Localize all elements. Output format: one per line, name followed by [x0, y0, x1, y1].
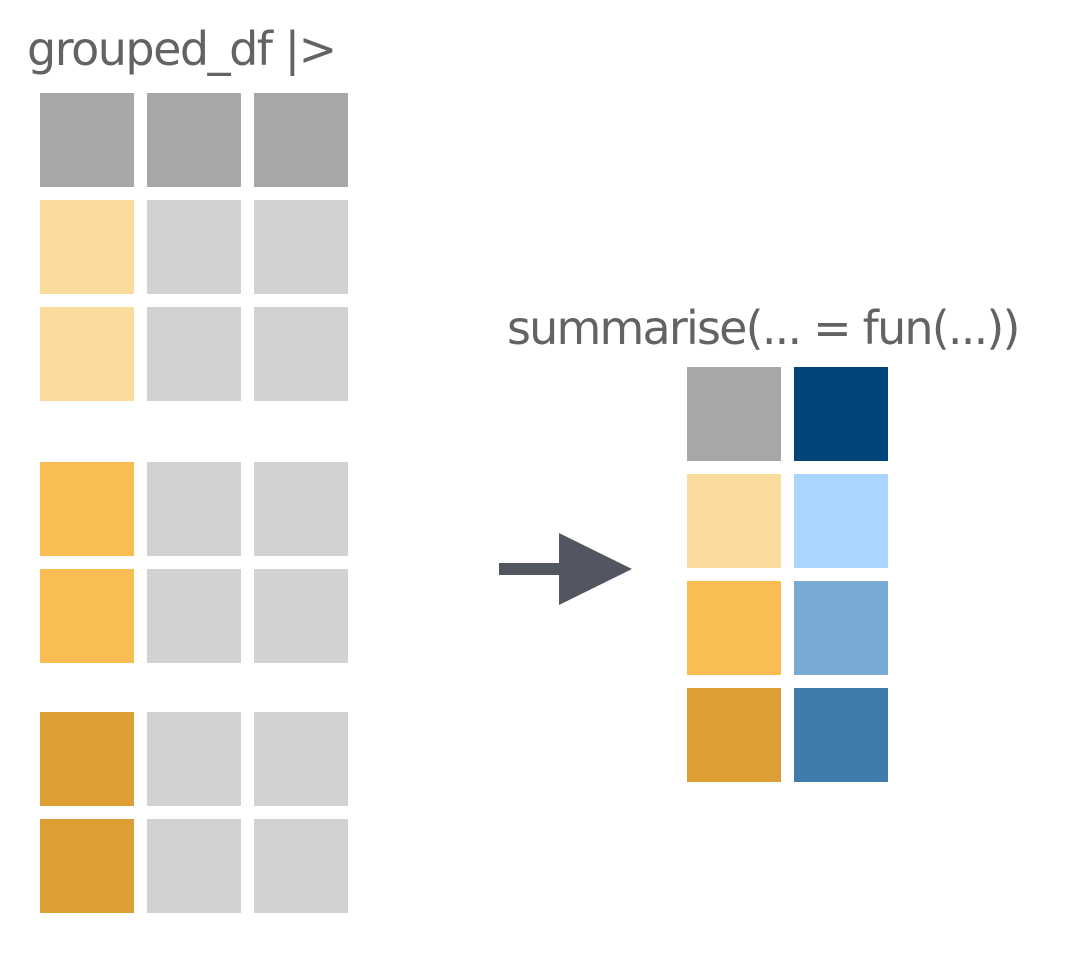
output-summary-cell: [794, 474, 888, 568]
input-value-cell: [254, 200, 348, 294]
input-group-key-cell: [40, 819, 134, 913]
arrow-shaft: [499, 563, 567, 575]
input-header-cell: [40, 93, 134, 187]
input-value-cell: [147, 307, 241, 401]
input-group-key-cell: [40, 200, 134, 294]
input-value-cell: [254, 819, 348, 913]
grouped-df-label: grouped_df |>: [27, 22, 337, 76]
output-group-key-cell: [687, 688, 781, 782]
input-value-cell: [147, 569, 241, 663]
input-value-cell: [254, 307, 348, 401]
output-group-key-cell: [687, 474, 781, 568]
input-group-key-cell: [40, 569, 134, 663]
input-group-key-cell: [40, 712, 134, 806]
input-value-cell: [254, 712, 348, 806]
input-header-cell: [147, 93, 241, 187]
output-summary-cell: [794, 688, 888, 782]
input-value-cell: [147, 819, 241, 913]
output-header-cell: [794, 367, 888, 461]
input-value-cell: [147, 462, 241, 556]
arrow-head: [559, 533, 632, 605]
input-value-cell: [254, 462, 348, 556]
input-value-cell: [147, 200, 241, 294]
input-header-cell: [254, 93, 348, 187]
input-value-cell: [254, 569, 348, 663]
output-header-cell: [687, 367, 781, 461]
summarise-label: summarise(... = fun(...)): [507, 301, 1021, 355]
input-value-cell: [147, 712, 241, 806]
output-group-key-cell: [687, 581, 781, 675]
input-group-key-cell: [40, 307, 134, 401]
output-summary-cell: [794, 581, 888, 675]
input-group-key-cell: [40, 462, 134, 556]
